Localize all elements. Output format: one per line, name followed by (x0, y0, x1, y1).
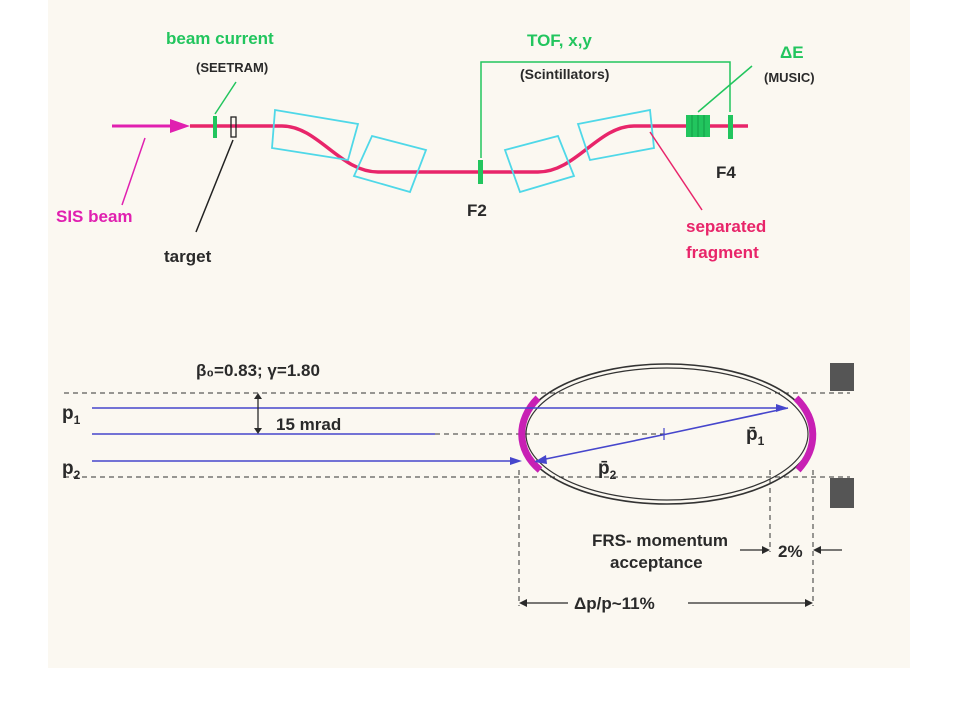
p1-label: p1 (62, 403, 81, 427)
beam-current-label: beam current (166, 29, 274, 48)
tof-bracket (480, 61, 731, 158)
tof-label: TOF, x,y (527, 31, 592, 50)
dipole-magnet-4 (576, 108, 655, 162)
p-bar2-label: p̄2 (598, 458, 617, 482)
p2-label: p2 (62, 458, 81, 482)
two-percent-label: 2% (778, 542, 803, 561)
sis-beam-leader (121, 137, 146, 206)
p-bar1-vector (666, 407, 789, 435)
sis-beam-arrowhead (170, 119, 190, 133)
f2-scintillator (478, 160, 483, 184)
sis-beam-label: SIS beam (56, 207, 133, 226)
f4-scintillator (728, 115, 733, 139)
fragment-label: fragment (686, 243, 759, 262)
seetram-detector (213, 116, 217, 138)
left-acceptance-edge (518, 395, 543, 473)
dipole-magnet-2 (352, 134, 428, 194)
acceptance-label: acceptance (610, 553, 703, 572)
dipole-magnet-3 (503, 134, 576, 194)
fragment-leader (649, 131, 703, 211)
delta-e-leader (697, 65, 753, 113)
frs-momentum-label: FRS- momentum (592, 531, 728, 550)
right-acceptance-edge (793, 395, 817, 473)
paper-background (48, 0, 910, 668)
delta-e-label: ΔE (780, 43, 804, 62)
dpp-label: Δp/p~11% (574, 594, 655, 613)
target-foil (230, 116, 237, 138)
f4-label: F4 (716, 163, 736, 182)
separated-label: separated (686, 217, 766, 236)
mrad-label: 15 mrad (276, 415, 341, 434)
f2-label: F2 (467, 201, 487, 220)
target-label: target (164, 247, 212, 266)
p-bar1-label: p̄1 (746, 424, 765, 448)
upper-slit (830, 363, 854, 391)
beta-gamma-label: β₀=0.83; γ=1.80 (196, 361, 320, 380)
beam-current-leader (214, 81, 237, 115)
music-label: (MUSIC) (764, 70, 815, 85)
seetram-label: (SEETRAM) (196, 60, 268, 75)
lower-slit (830, 478, 854, 508)
scintillators-label: (Scintillators) (520, 66, 609, 82)
target-leader (195, 139, 234, 233)
fragment-beam-path (190, 124, 748, 174)
dipole-magnet-1 (271, 108, 360, 162)
p-bar2-vector (535, 433, 668, 462)
acceptance-ellipse-inner (525, 367, 809, 501)
